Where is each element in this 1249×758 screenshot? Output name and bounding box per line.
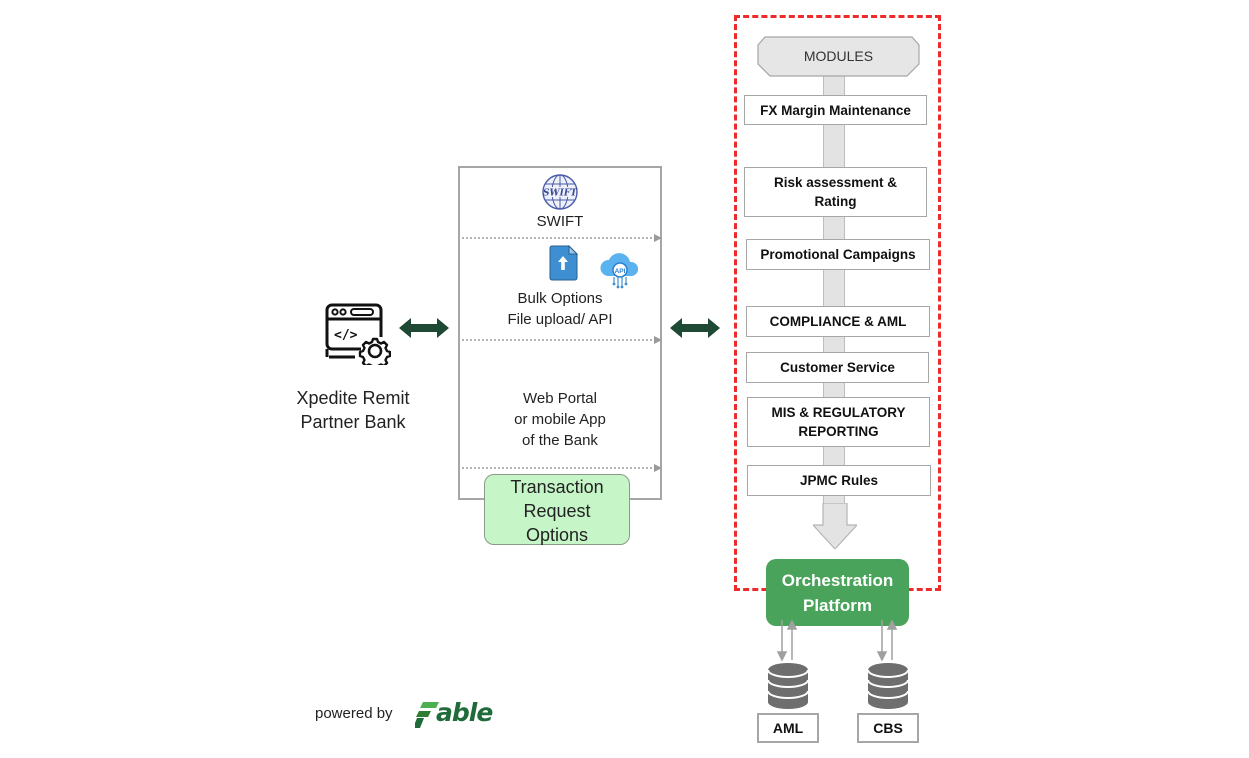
transaction-request-options-box: Transaction Request Options	[484, 474, 630, 545]
module-promotional-campaigns: Promotional Campaigns	[746, 239, 930, 270]
web-label-line3: of the Bank	[522, 432, 598, 449]
module-label-line2: REPORTING	[798, 424, 879, 439]
dotted-flow-arrow	[462, 234, 662, 242]
svg-text:API: API	[615, 268, 626, 275]
modules-header: MODULES	[803, 48, 874, 64]
module-label: Risk assessment &	[773, 175, 898, 190]
dotted-flow-arrow	[462, 336, 662, 344]
svg-text:</>: </>	[334, 328, 358, 343]
module-label: Customer Service	[780, 360, 895, 375]
module-jpmc-rules: JPMC Rules	[747, 465, 931, 496]
txn-line1: Transaction	[510, 477, 604, 497]
swift-label: SWIFT	[536, 213, 584, 230]
database-icon	[767, 663, 809, 709]
txn-line3: Options	[525, 525, 589, 545]
fable-brand-logo[interactable]: able	[436, 698, 493, 727]
web-code-settings-icon: </>	[325, 303, 391, 365]
web-label-line2: or mobile App	[514, 411, 606, 428]
web-portal-label: Web Portal or mobile App of the Bank	[470, 388, 650, 451]
module-label-line2: Rating	[814, 194, 857, 209]
partner-label-line1: Xpedite Remit	[296, 388, 410, 408]
module-label: MIS & REGULATORY	[771, 405, 906, 420]
powered-by-label: powered by	[315, 705, 393, 722]
dotted-flow-arrow	[462, 464, 662, 472]
down-arrow-icon	[813, 503, 857, 549]
module-label: COMPLIANCE & AML	[769, 314, 907, 329]
database-link-arrows	[776, 620, 898, 662]
modules-header-shape	[757, 36, 920, 77]
bidirectional-arrow-icon	[670, 318, 720, 338]
bulk-label-line1: Bulk Options	[517, 290, 603, 307]
module-label: FX Margin Maintenance	[760, 102, 911, 118]
fable-logo-mark-icon	[415, 702, 439, 728]
module-fx-margin-maintenance: FX Margin Maintenance	[744, 95, 927, 125]
svg-text:SWIFT: SWIFT	[543, 189, 578, 199]
orchestration-line1: Orchestration	[781, 570, 894, 590]
module-label: JPMC Rules	[799, 473, 879, 488]
module-label: Promotional Campaigns	[760, 247, 916, 262]
database-label-cbs: CBS	[857, 713, 919, 743]
module-compliance-aml: COMPLIANCE & AML	[746, 306, 930, 337]
database-label-aml: AML	[757, 713, 819, 743]
module-mis-regulatory-reporting: MIS & REGULATORY REPORTING	[747, 397, 930, 447]
web-label-line1: Web Portal	[523, 390, 597, 407]
swift-globe-icon: SWIFT	[542, 174, 578, 210]
bulk-options-label: Bulk Options File upload/ API	[470, 288, 650, 330]
txn-line2: Request	[523, 501, 591, 521]
orchestration-line2: Platform	[803, 595, 872, 615]
cloud-api-icon: API	[600, 253, 639, 289]
file-upload-icon	[549, 245, 578, 281]
module-customer-service: Customer Service	[746, 352, 929, 383]
bidirectional-arrow-icon	[399, 318, 449, 338]
partner-bank-label: Xpedite Remit Partner Bank	[278, 386, 428, 434]
database-icon	[867, 663, 909, 709]
partner-label-line2: Partner Bank	[300, 412, 406, 432]
module-risk-assessment: Risk assessment & Rating	[744, 167, 927, 217]
bulk-label-line2: File upload/ API	[507, 311, 613, 328]
